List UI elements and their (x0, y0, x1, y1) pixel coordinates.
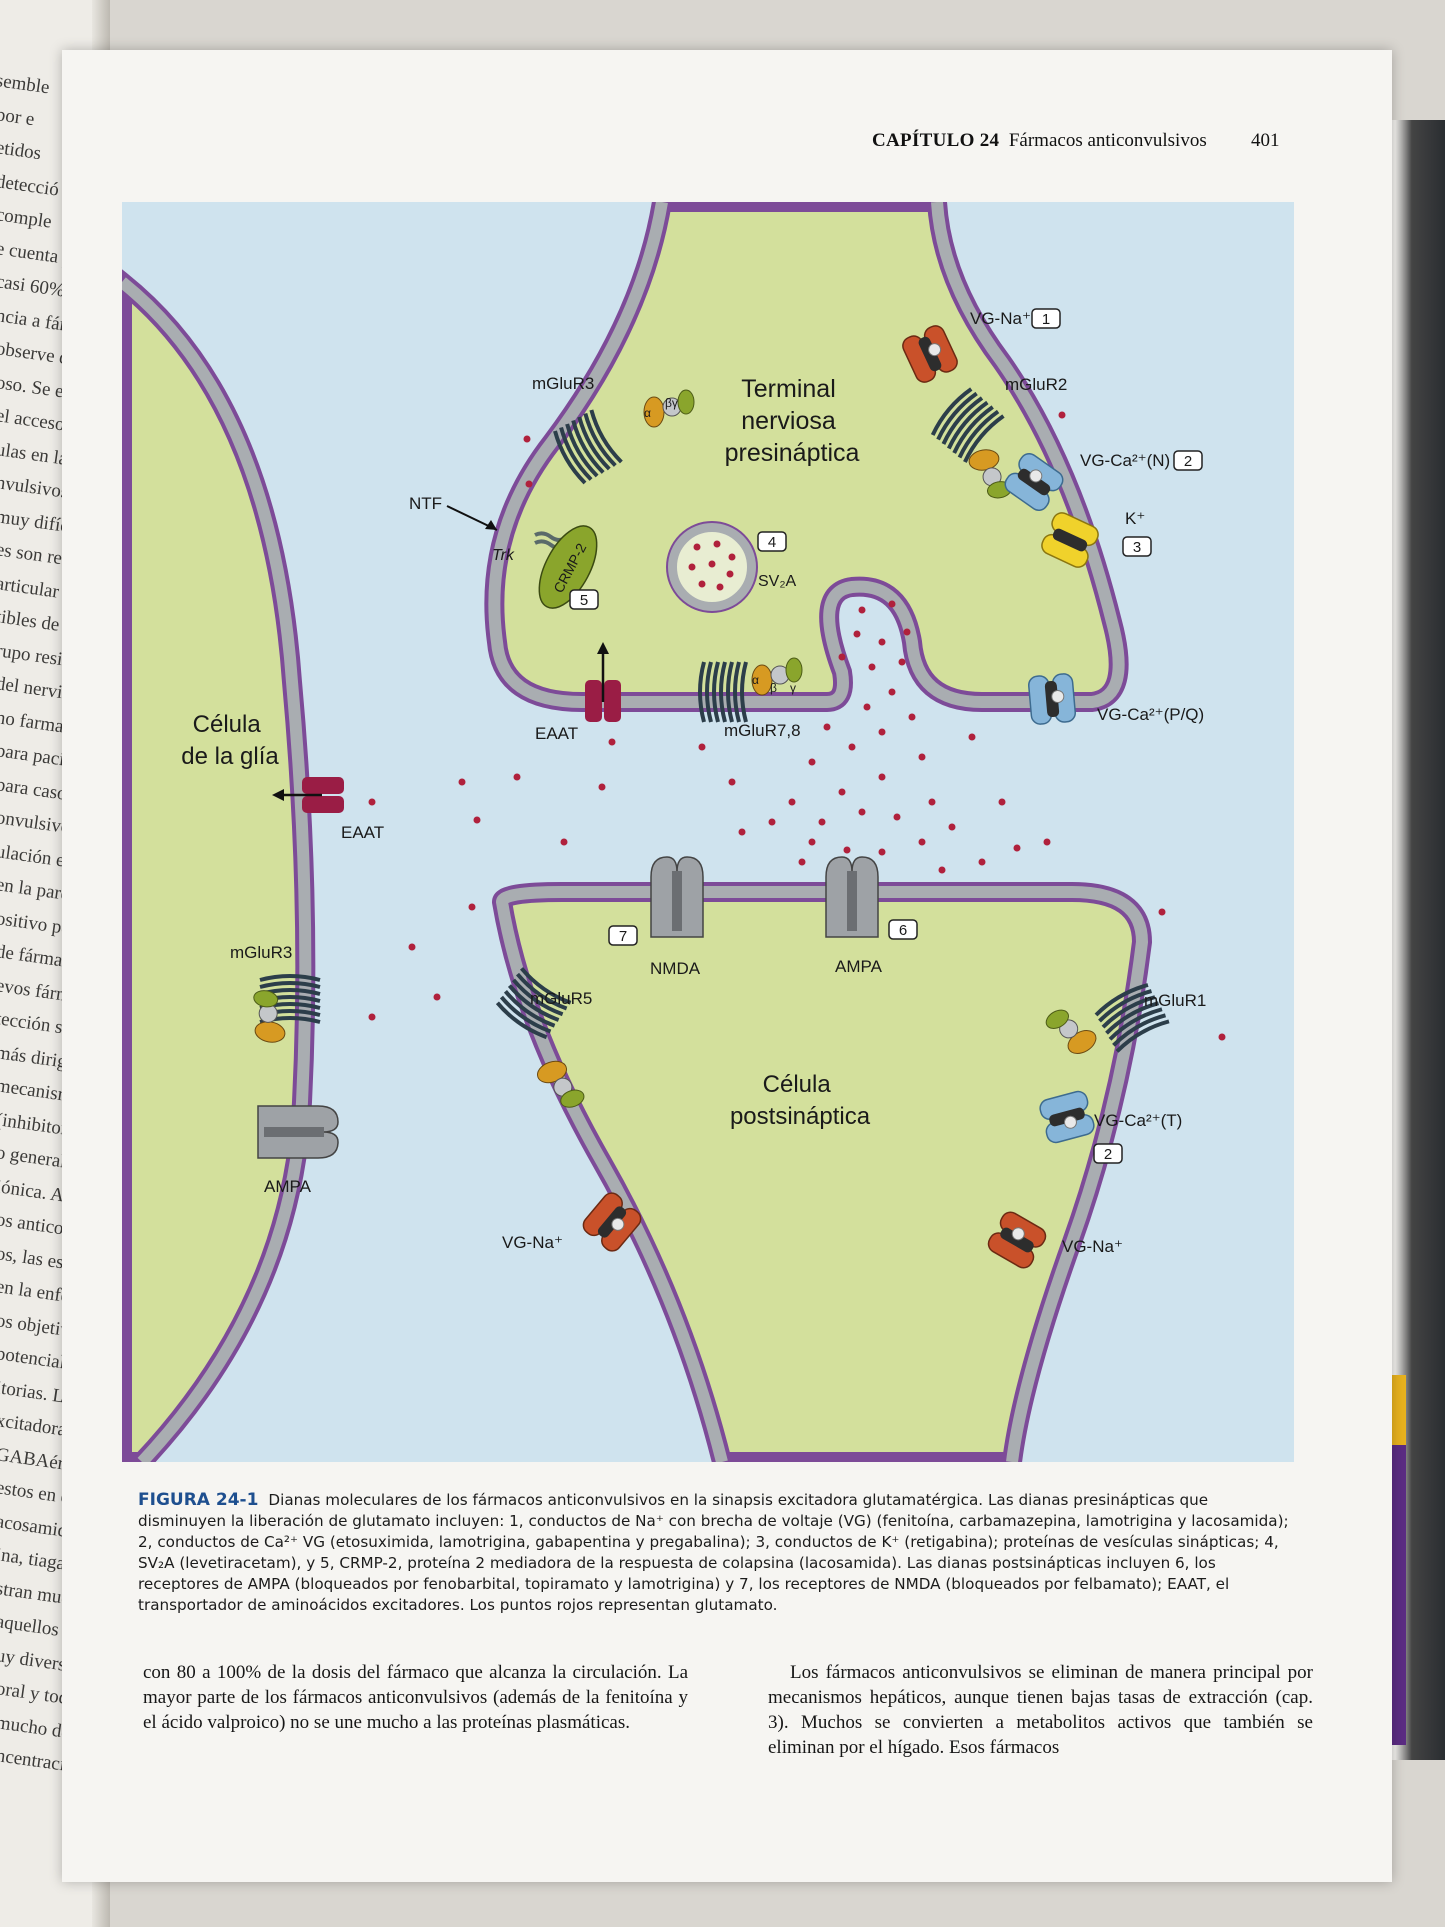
figure-label: FIGURA 24-1 (138, 1490, 259, 1510)
target-2-badge: 2 (1173, 450, 1203, 471)
beta-label-mglur78: β (770, 681, 777, 695)
target-2b-badge: 2 (1093, 1143, 1123, 1164)
presynaptic-title: Terminal nerviosa presináptica (725, 375, 860, 467)
caption-text: Dianas moleculares de los fármacos antic… (138, 1491, 1289, 1614)
vg-na-right-label: VG-Na⁺ (1062, 1237, 1123, 1256)
svg-text:2: 2 (1184, 453, 1192, 470)
target-6-badge: 6 (888, 919, 918, 940)
ntf-label: NTF (409, 494, 442, 513)
vg-ca-n-label: VG-Ca²⁺(N) (1080, 451, 1170, 470)
eaat-glia-label: EAAT (341, 823, 384, 842)
gamma-label-mglur78: γ (790, 681, 796, 695)
nmda-label: NMDA (650, 959, 701, 978)
svg-text:6: 6 (899, 922, 907, 939)
alpha-label-mglur78: α (752, 673, 759, 687)
mglur5-label: mGluR5 (530, 989, 592, 1008)
chapter-number: CAPÍTULO 24 (872, 130, 1000, 151)
vg-ca-pq-label: VG-Ca²⁺(P/Q) (1097, 705, 1204, 724)
synapse-figure: α βγ α β γ Terminal nerviosa presináptic… (122, 202, 1294, 1462)
svg-text:4: 4 (768, 534, 776, 551)
ampa-glia-label: AMPA (264, 1177, 312, 1196)
page-number: 401 (1251, 130, 1280, 151)
eaat-pre-label: EAAT (535, 724, 578, 743)
k-label: K⁺ (1125, 509, 1145, 528)
trk-label: Trk (492, 547, 515, 564)
ampa-postsynaptic-receptor (825, 856, 879, 938)
body-column-left: con 80 a 100% de la dosis del fármaco qu… (143, 1662, 688, 1733)
glia-title: Célula de la glía (181, 711, 279, 770)
mglur78-label: mGluR7,8 (724, 721, 801, 740)
betagamma-label-pre: βγ (665, 396, 678, 410)
left-page-line: por e (0, 103, 36, 130)
alpha-label-pre: α (644, 406, 651, 420)
left-page-line: comple (0, 204, 53, 233)
target-3-badge: 3 (1122, 536, 1152, 557)
sv2a-label: SV₂A (758, 573, 797, 590)
left-page-line: detecció (0, 170, 61, 201)
eaat-glial-transporter (272, 777, 344, 813)
left-page-line: semble (0, 70, 51, 99)
ampa-post-label: AMPA (835, 957, 883, 976)
svg-text:2: 2 (1104, 1146, 1112, 1163)
svg-text:1: 1 (1042, 311, 1050, 328)
postsynaptic-title: Célula postsináptica (730, 1071, 871, 1130)
target-7-badge: 7 (608, 925, 638, 946)
target-5-badge: 5 (569, 589, 599, 610)
target-1-badge: 1 (1031, 308, 1061, 329)
target-4-badge: 4 (757, 531, 787, 552)
nmda-receptor (650, 856, 704, 938)
mglur1-label: mGluR1 (1144, 991, 1206, 1010)
mglur3-glia-label: mGluR3 (230, 943, 292, 962)
left-page-line: casi 60% (0, 271, 66, 302)
vg-na-left-label: VG-Na⁺ (502, 1233, 563, 1252)
running-head: CAPÍTULO 24 Fármacos anticonvulsivos (872, 130, 1207, 152)
mglur3-pre-label: mGluR3 (532, 374, 594, 393)
body-column-right: Los fármacos anticonvulsivos se eliminan… (768, 1662, 1313, 1758)
vg-na-top-label: VG-Na⁺ (970, 309, 1031, 328)
svg-text:7: 7 (619, 928, 627, 945)
svg-text:3: 3 (1133, 539, 1141, 556)
vg-ca-t-label: VG-Ca²⁺(T) (1094, 1111, 1182, 1130)
eaat-presynaptic-transporter (585, 642, 621, 722)
crmp2-protein (538, 525, 598, 609)
svg-text:5: 5 (580, 592, 588, 609)
mglur2-label: mGluR2 (1005, 375, 1067, 394)
chapter-title: Fármacos anticonvulsivos (1008, 130, 1207, 151)
ampa-glial-receptor (257, 1105, 339, 1159)
vesicle-glutamate (688, 540, 736, 591)
left-page-line: etidos (0, 137, 43, 165)
